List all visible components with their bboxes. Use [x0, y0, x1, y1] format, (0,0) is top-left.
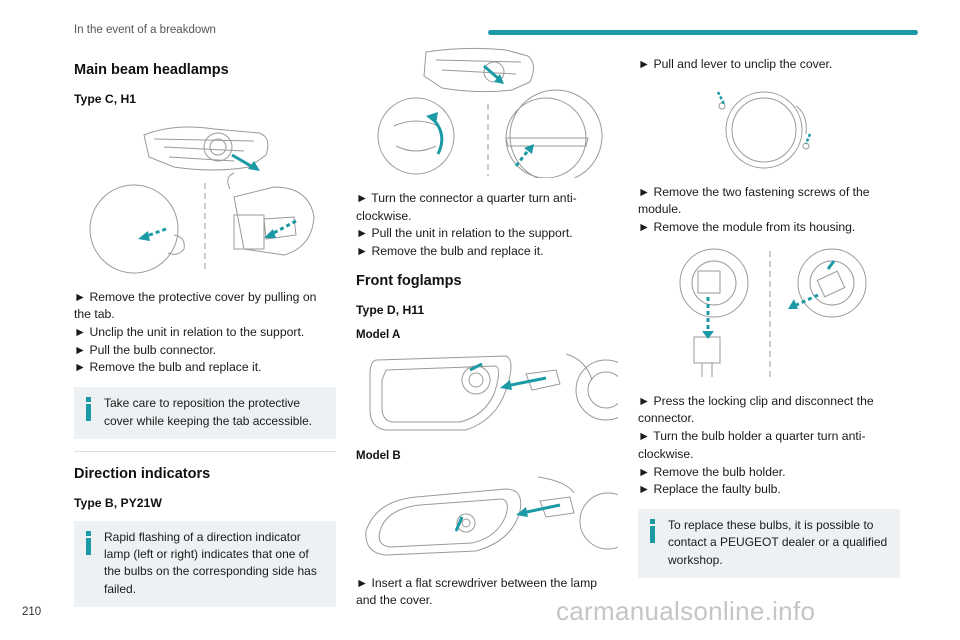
step: ► Pull and lever to unclip the cover. — [638, 57, 833, 71]
label-model-b: Model B — [356, 450, 401, 463]
subheading-type-c: Type C, H1 — [74, 92, 137, 107]
column-1: Main beam headlamps Type C, H1 ► Remove … — [74, 56, 336, 619]
info-note: Take care to reposition the protective c… — [74, 387, 336, 439]
page-number: 210 — [22, 606, 42, 618]
illustration-foglamp-cover — [716, 91, 812, 169]
step: ► Pull the unit in relation to the suppo… — [356, 226, 573, 241]
watermark: carmanualsonline.info — [556, 596, 816, 626]
step: ► Replace the faulty bulb. — [638, 482, 781, 497]
step: ► Remove the two fastening screws of the… — [638, 184, 870, 217]
step: ► Turn the connector a quarter turn anti… — [356, 191, 577, 223]
info-icon — [84, 397, 93, 422]
info-icon — [648, 518, 657, 543]
section-title: In the event of a breakdown — [74, 24, 216, 36]
note-text: Rapid flashing of a direction indicator … — [104, 529, 317, 596]
illustration-foglamp-model-b — [365, 476, 618, 556]
illustration-foglamp-model-a — [369, 353, 618, 431]
heading-direction-indicators: Direction indicators — [74, 465, 211, 482]
step: ► Remove the protective cover by pulling… — [74, 289, 317, 322]
header-accent-bar — [488, 30, 918, 35]
step: ► Remove the bulb and replace it. — [356, 244, 544, 259]
screwdriver-steps: ► Insert a flat screwdriver between the … — [356, 575, 618, 610]
info-note: Rapid flashing of a direction indicator … — [74, 520, 336, 608]
info-note: To replace these bulbs, it is possible t… — [638, 508, 900, 579]
note-text: To replace these bulbs, it is possible t… — [668, 517, 888, 567]
step: ► Remove the bulb and replace it. — [74, 360, 262, 375]
subheading-type-d: Type D, H11 — [356, 302, 425, 317]
step: ► Press the locking clip and disconnect … — [638, 393, 874, 426]
step: ► Insert a flat screwdriver between the … — [356, 575, 598, 608]
step: ► Turn the bulb holder a quarter turn an… — [638, 429, 866, 461]
step: ► Unclip the unit in relation to the sup… — [74, 325, 305, 340]
bulb-steps: ► Press the locking clip and disconnect … — [638, 393, 900, 499]
subheading-type-b: Type B, PY21W — [74, 495, 162, 510]
illustration-connector-quarter-turn — [377, 47, 603, 178]
illustration-module-removal — [679, 248, 867, 377]
heading-main-beam: Main beam headlamps — [74, 62, 229, 78]
step: ► Remove the bulb holder. — [638, 464, 786, 479]
connector-steps: ► Turn the connector a quarter turn anti… — [356, 190, 618, 261]
step: ► Pull the bulb connector. — [74, 342, 217, 357]
note-text: Take care to reposition the protective c… — [104, 396, 313, 428]
column-2: ► Turn the connector a quarter turn anti… — [356, 47, 618, 620]
column-3: ► Pull and lever to unclip the cover. ► … — [638, 56, 900, 590]
module-steps: ► Remove the two fastening screws of the… — [638, 184, 900, 237]
label-model-a: Model A — [356, 329, 401, 342]
heading-front-foglamps: Front foglamps — [356, 272, 462, 289]
unclip-steps: ► Pull and lever to unclip the cover. — [638, 56, 900, 74]
main-beam-steps: ► Remove the protective cover by pulling… — [74, 289, 336, 377]
info-icon — [84, 530, 93, 555]
divider — [74, 450, 336, 452]
illustration-main-beam-headlamp — [89, 126, 315, 274]
step: ► Remove the module from its housing. — [638, 220, 856, 235]
